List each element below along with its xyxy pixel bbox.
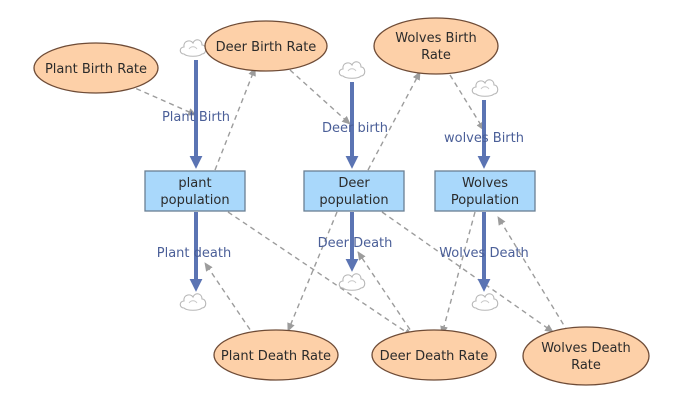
link-wolves-population-to-deer-death-rate — [440, 211, 476, 335]
variable-deer-birth-rate[interactable]: Deer Birth Rate — [204, 20, 328, 72]
flow-label-deer-death: Deer Death — [318, 236, 393, 251]
link-plant-population-to-deer-death-rate — [227, 211, 413, 337]
flow-label-plant-death: Plant death — [157, 246, 231, 261]
cloud-icon — [338, 273, 366, 291]
link-deer-population-to-wolves-birth-rate — [367, 71, 421, 171]
link-wolves-birth-rate-to-wolves-birth — [449, 74, 485, 131]
variable-label-line-2: Rate — [421, 48, 451, 63]
stock-label-line-1: Deer — [338, 176, 370, 191]
variable-label: Plant Birth Rate — [45, 62, 147, 77]
stock-label-line-2: population — [160, 193, 229, 208]
dependency-links — [127, 67, 569, 338]
flow-label-wolves-death: Wolves Death — [439, 246, 529, 261]
link-deer-death-rate-to-deer-death — [357, 251, 416, 338]
variable-label: Deer Birth Rate — [216, 40, 317, 55]
flows — [189, 60, 491, 292]
flow-label-plant-birth: Plant Birth — [162, 110, 230, 125]
flow-label-wolves-birth: wolves Birth — [444, 131, 524, 146]
variable-label-line-2: Rate — [571, 358, 601, 373]
link-plant-death-rate-to-plant-death — [204, 262, 256, 338]
variable-deer-death-rate[interactable]: Deer Death Rate — [371, 329, 497, 381]
cloud-icon — [471, 79, 499, 97]
cloud-icon — [179, 293, 207, 311]
variable-wolves-death-rate[interactable]: Wolves Death Rate — [522, 326, 650, 386]
link-plant-population-to-deer-birth-rate — [214, 67, 256, 171]
stock-label-line-2: population — [319, 193, 388, 208]
variable-label-line-1: Wolves Birth — [395, 31, 476, 46]
variable-plant-death-rate[interactable]: Plant Death Rate — [213, 329, 339, 381]
cloud-icon — [179, 39, 207, 57]
stock-label-line-1: plant — [178, 176, 211, 191]
variable-label: Deer Death Rate — [380, 349, 489, 364]
stock-deer-population[interactable]: Deer population — [303, 170, 405, 212]
link-deer-population-to-wolves-death-rate — [381, 211, 554, 333]
variable-wolves-birth-rate[interactable]: Wolves Birth Rate — [373, 17, 499, 75]
stock-label-line-1: Wolves — [462, 176, 508, 191]
variable-label-line-1: Wolves Death — [541, 341, 631, 356]
link-deer-birth-rate-to-deer-birth — [289, 69, 351, 125]
flow-labels: Plant Birth Deer birth wolves Birth Plan… — [157, 110, 529, 261]
link-deer-population-to-plant-death-rate — [287, 211, 338, 332]
flow-label-deer-birth: Deer birth — [322, 121, 388, 136]
variable-plant-birth-rate[interactable]: Plant Birth Rate — [33, 42, 159, 94]
link-plant-birth-rate-to-plant-birth — [127, 84, 197, 116]
variable-label: Plant Death Rate — [221, 349, 331, 364]
stock-plant-population[interactable]: plant population — [144, 170, 246, 212]
cloud-icon — [338, 61, 366, 79]
link-wolves-death-rate-to-wolves-population — [497, 216, 569, 333]
stock-wolves-population[interactable]: Wolves Population — [434, 170, 536, 212]
cloud-icon — [471, 293, 499, 311]
stock-label-line-2: Population — [451, 193, 519, 208]
